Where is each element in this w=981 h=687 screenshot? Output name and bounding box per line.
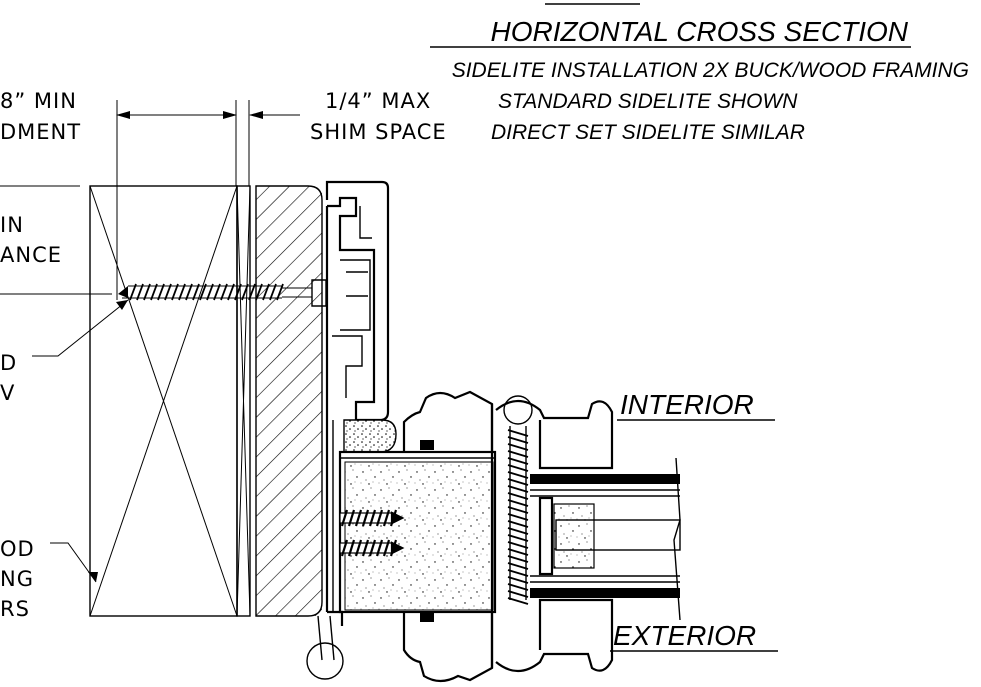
fastener-thread	[507, 499, 529, 507]
shim-label-2: SHIM SPACE	[310, 120, 447, 144]
anchor-thread	[375, 509, 384, 527]
drawing-title: HORIZONTAL CROSS SECTION	[491, 16, 909, 47]
fastener-thread	[507, 443, 529, 451]
screw-thread	[164, 283, 172, 301]
anchor-thread	[382, 539, 391, 557]
screw-thread	[220, 283, 228, 301]
fastener-thread	[507, 569, 529, 577]
fastener-thread	[507, 562, 529, 570]
anchor-thread	[340, 509, 349, 527]
fastener-thread	[507, 576, 529, 584]
anchor-thread	[361, 539, 370, 557]
exterior-label: EXTERIOR	[613, 620, 756, 651]
screw-thread	[241, 283, 249, 301]
embedment-label-1: 8” MIN	[0, 89, 77, 113]
fastener-thread	[507, 513, 529, 521]
fastener-thread	[507, 520, 529, 528]
fastener-thread	[507, 506, 529, 514]
fastener-thread	[507, 471, 529, 479]
screw-thread	[269, 283, 277, 301]
subtitle-line-2: STANDARD SIDELITE SHOWN	[498, 90, 798, 113]
anchor-thread	[382, 509, 391, 527]
shim-label-1: 1/4” MAX	[325, 89, 431, 113]
screw-thread	[136, 283, 144, 301]
fastener-thread	[507, 478, 529, 486]
screw-thread	[227, 283, 235, 301]
framing-label-2: NG	[0, 567, 34, 591]
screw-thread	[255, 283, 263, 301]
fastener-thread	[507, 541, 529, 549]
fastener-thread	[507, 590, 529, 598]
fastener-thread	[507, 429, 529, 437]
anchor-thread	[368, 509, 377, 527]
screw-leader	[32, 299, 129, 357]
anchor-thread	[347, 509, 356, 527]
insulated-glass-unit	[530, 457, 681, 621]
anchor-thread	[347, 539, 356, 557]
screw-thread	[213, 283, 221, 301]
screw-thread	[157, 283, 165, 301]
screw-thread	[206, 283, 214, 301]
stop-fastener-icon	[507, 426, 529, 605]
fastener-thread	[507, 436, 529, 444]
screw-thread	[199, 283, 207, 301]
framing-leader	[50, 542, 97, 583]
anchor-tip	[390, 511, 405, 525]
clearance-label-2: ANCE	[0, 243, 62, 267]
screw-thread	[185, 283, 193, 301]
screw-thread	[234, 283, 242, 301]
fastener-thread	[507, 485, 529, 493]
fastener-thread	[507, 527, 529, 535]
framing-label-3: RS	[0, 597, 30, 621]
anchor-thread	[354, 539, 363, 557]
subtitle-line-1: SIDELITE INSTALLATION 2X BUCK/WOOD FRAMI…	[452, 59, 969, 82]
screw-thread	[171, 283, 179, 301]
screw-thread	[150, 283, 158, 301]
anchor-tip	[390, 541, 405, 555]
anchor-thread	[354, 509, 363, 527]
screw-icon	[118, 279, 327, 307]
fastener-thread	[507, 457, 529, 465]
fastener-thread	[507, 583, 529, 591]
screw-thread	[276, 283, 284, 301]
screw-label-2: V	[0, 381, 15, 405]
screw-thread	[143, 283, 151, 301]
screw-thread	[262, 283, 270, 301]
anchor-thread	[375, 539, 384, 557]
screw-thread	[192, 283, 200, 301]
anchor-thread	[368, 539, 377, 557]
fastener-thread	[507, 534, 529, 542]
frame-extrusion	[306, 180, 397, 680]
embedment-dimension	[116, 100, 300, 300]
anchor-thread	[340, 539, 349, 557]
anchor-screw-icon	[339, 509, 405, 557]
screw-thread	[178, 283, 186, 301]
glazing-stop	[402, 390, 614, 683]
subtitle-line-3: DIRECT SET SIDELITE SIMILAR	[491, 121, 805, 144]
wood-framing-members	[89, 185, 251, 617]
screw-label-1: D	[0, 351, 17, 375]
anchor-thread	[361, 509, 370, 527]
clearance-label-1: IN	[0, 213, 24, 237]
embedment-label-2: DMENT	[0, 120, 81, 144]
fastener-thread	[507, 555, 529, 563]
fastener-thread	[507, 464, 529, 472]
fastener-thread	[507, 450, 529, 458]
fastener-thread	[507, 548, 529, 556]
wood-buck	[255, 185, 323, 617]
interior-label: INTERIOR	[620, 389, 754, 420]
screw-thread	[248, 283, 256, 301]
foam-jamb	[338, 440, 497, 622]
fastener-thread	[507, 597, 529, 605]
fastener-thread	[507, 492, 529, 500]
screw-thread	[129, 283, 137, 301]
framing-label-1: OD	[0, 537, 35, 561]
